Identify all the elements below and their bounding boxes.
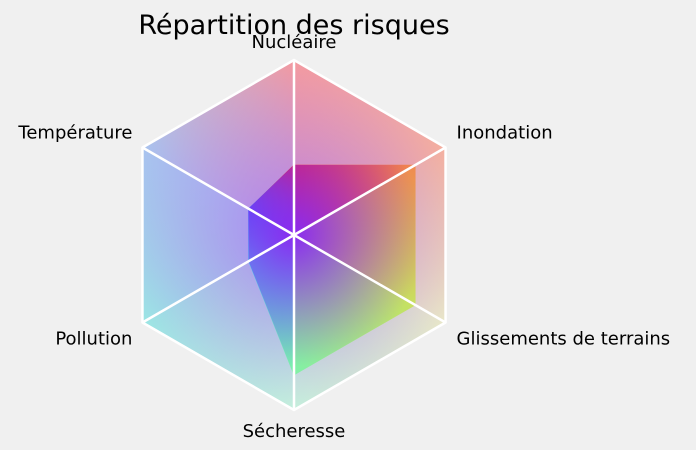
axis-label: Glissements de terrains <box>457 329 671 350</box>
grid-spoke <box>141 233 295 324</box>
radar-grid <box>141 58 447 412</box>
axis-label: Température <box>17 123 132 144</box>
chart-title: Répartition des risques <box>138 10 449 41</box>
axis-label: Inondation <box>457 123 553 144</box>
grid-spoke <box>141 146 295 237</box>
axis-label: Nucléaire <box>252 32 337 53</box>
grid-spoke <box>293 233 447 324</box>
series-center-glow <box>248 165 416 375</box>
grid-spoke <box>293 146 447 237</box>
axis-label: Pollution <box>55 329 132 350</box>
axis-label: Sécheresse <box>243 421 346 442</box>
